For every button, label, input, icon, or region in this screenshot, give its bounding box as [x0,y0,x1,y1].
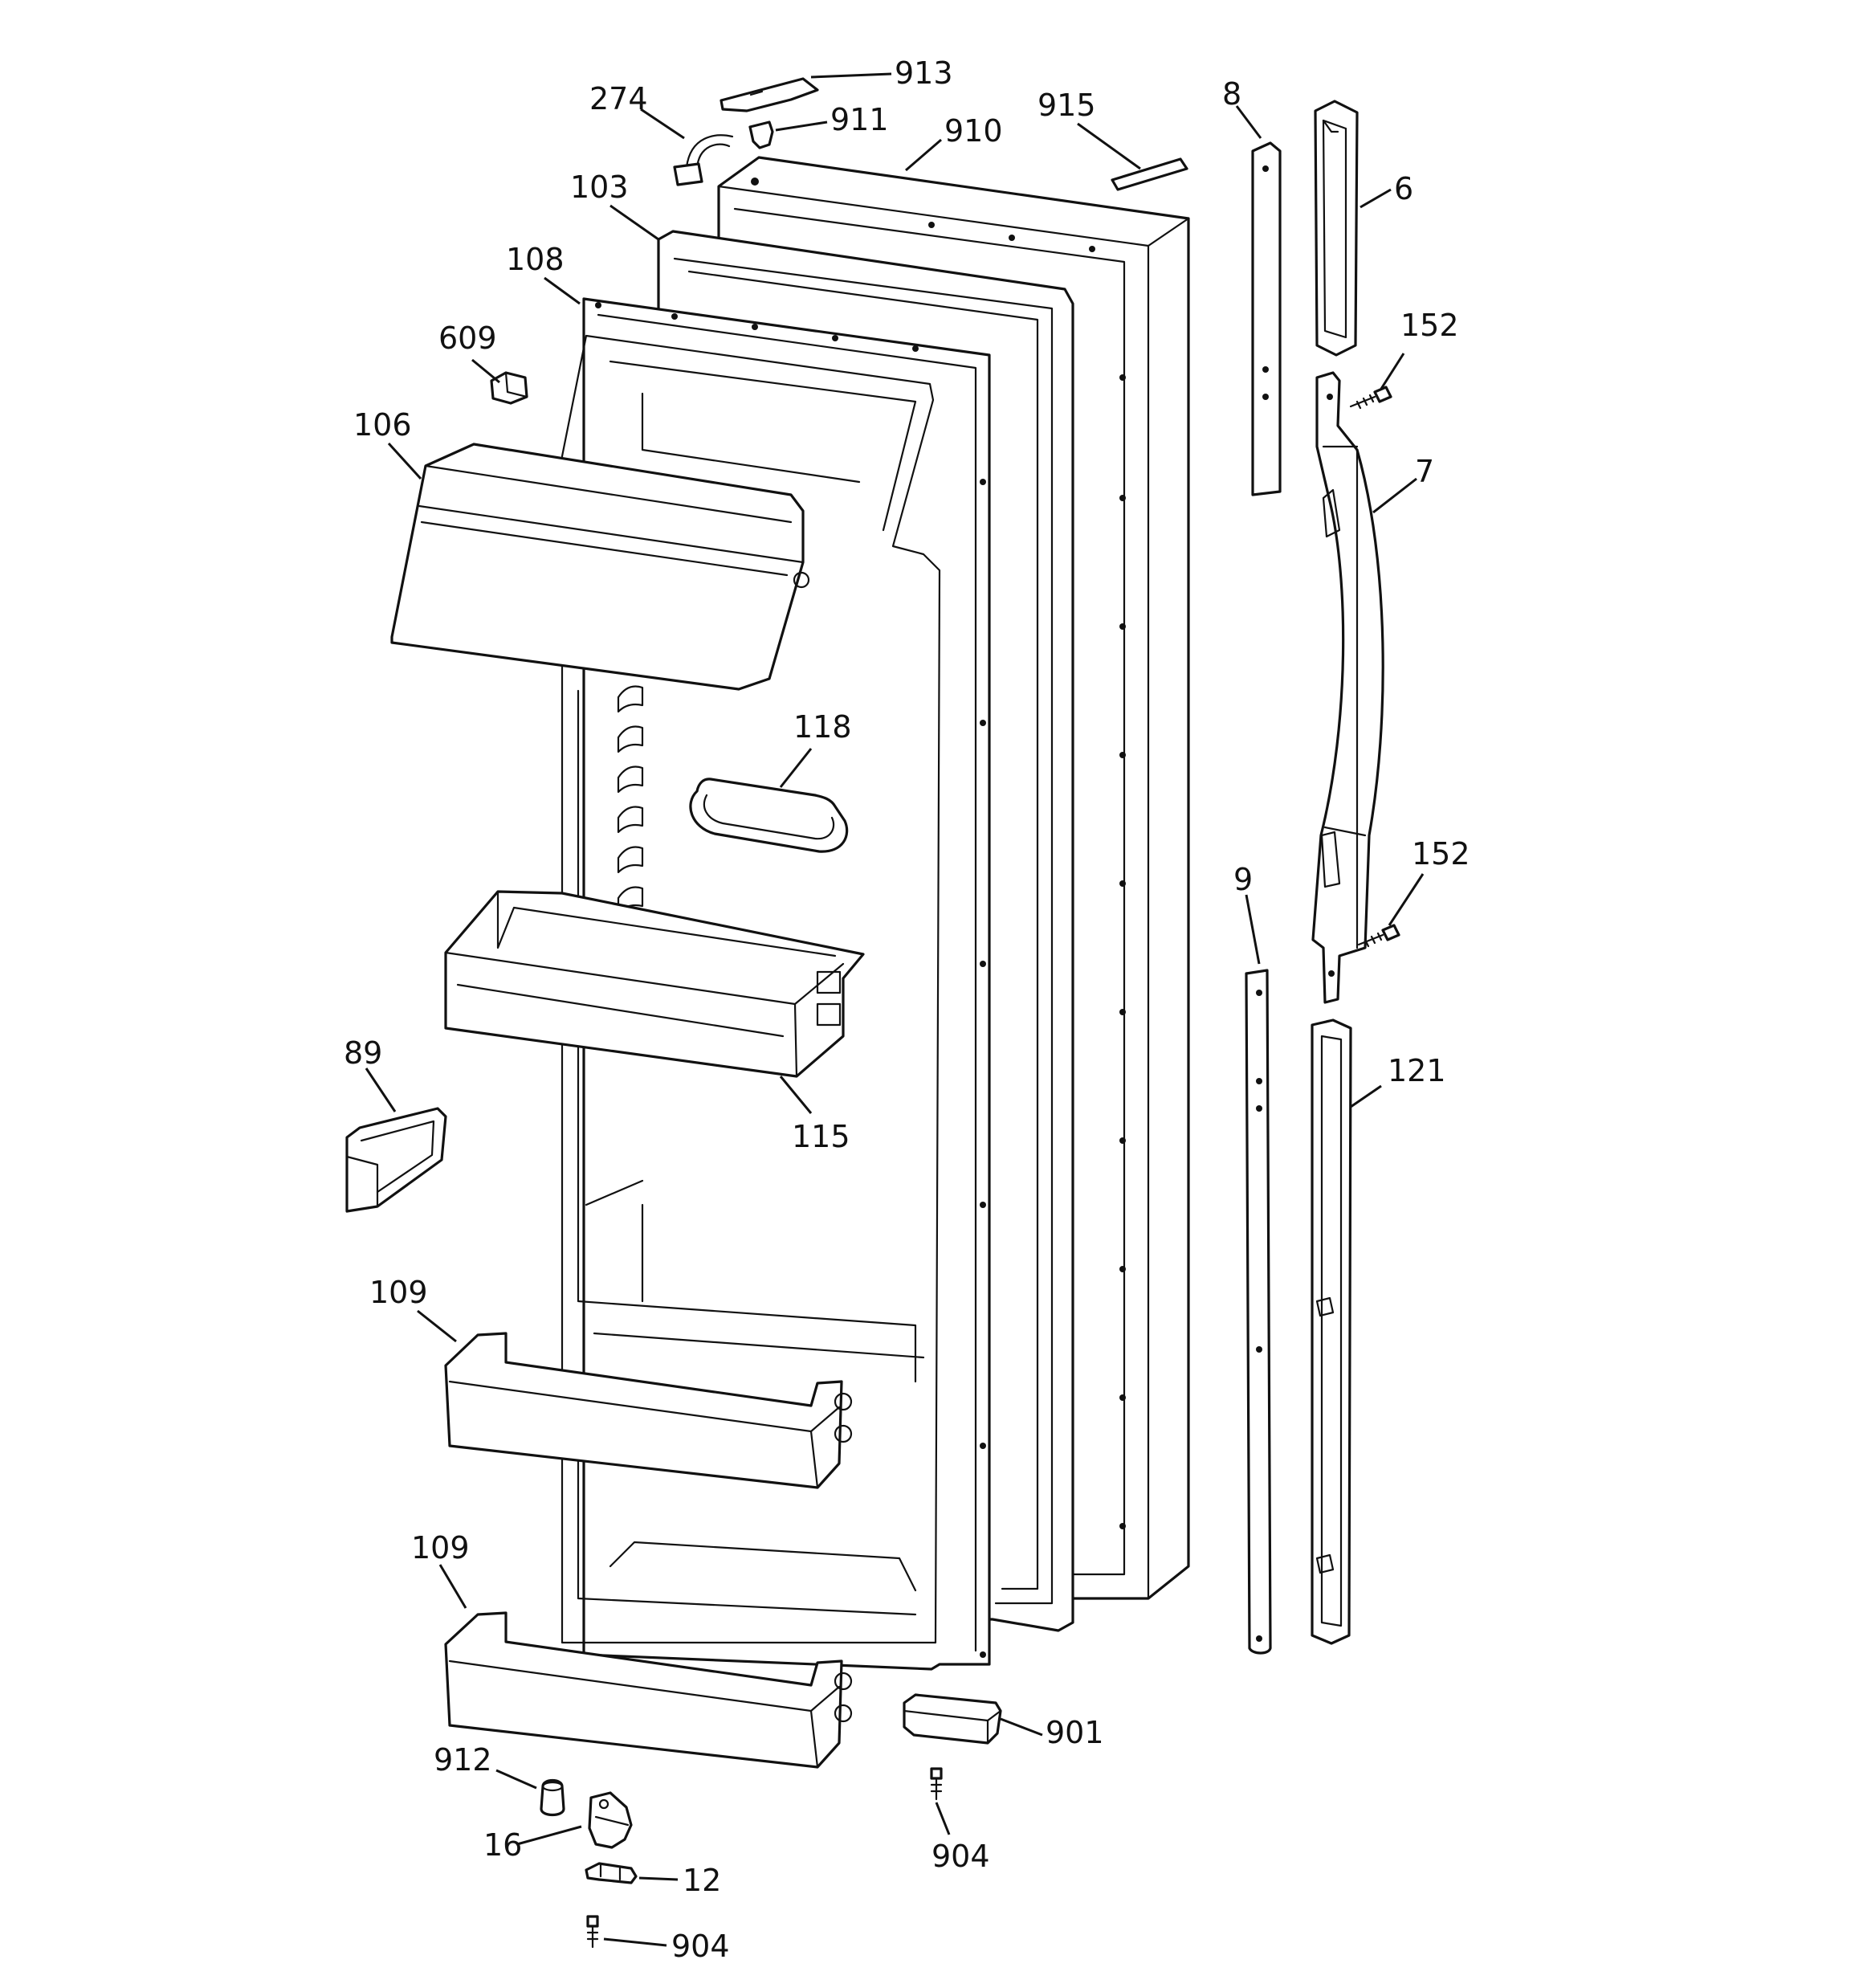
callout-115: 115 [792,1119,850,1154]
leader-109a [417,1309,457,1343]
callout-904-upper: 904 [932,1839,990,1874]
leader-152b [1388,873,1425,926]
leader-915 [1077,122,1141,170]
part-12-bracket [585,1862,638,1884]
part-118-oval-cover [689,778,849,853]
leader-103 [609,204,659,241]
leader-108 [544,276,581,305]
callout-910: 910 [944,113,1003,149]
part-109-lower-door-bin [444,1611,853,1769]
callout-152-lower: 152 [1412,836,1470,872]
part-904-screw-upper [930,1767,943,1801]
leader-lines [365,72,1425,1947]
part-609-switch [490,371,528,405]
part-121-trim-cap [1311,1018,1352,1645]
callout-913: 913 [895,55,953,91]
callout-912: 912 [434,1742,492,1778]
callout-labels: 913 274 911 910 915 8 6 103 108 152 609 … [344,55,1470,1964]
leader-9 [1245,894,1261,965]
part-901-bracket [903,1693,1002,1745]
part-915-pad [1111,157,1188,191]
part-109-upper-door-bin [444,1332,853,1489]
callout-89: 89 [344,1035,382,1071]
callout-118: 118 [793,709,852,745]
leader-609 [471,358,500,384]
callout-103: 103 [570,169,629,205]
part-152-screw-lower [1357,924,1400,948]
callout-106: 106 [353,407,412,443]
leader-901 [1000,1717,1043,1737]
leader-152a [1380,353,1405,390]
leader-274 [640,108,685,140]
leader-118 [779,748,813,788]
leader-8 [1235,105,1262,139]
part-8-trim-strip [1251,141,1282,496]
callout-609: 609 [438,320,497,356]
leader-904a [935,1802,951,1835]
part-106-dairy-bin [390,443,810,691]
leader-89 [365,1067,397,1112]
leader-121 [1350,1084,1382,1108]
callout-915: 915 [1037,88,1096,123]
callout-109-upper: 109 [369,1275,428,1310]
callout-9: 9 [1233,862,1253,897]
part-7-handle [1311,371,1384,1004]
part-115-shelf-bin [444,890,865,1078]
part-16-hinge [588,1791,633,1849]
leader-7 [1372,477,1417,514]
callout-12: 12 [683,1863,721,1898]
callout-6: 6 [1394,171,1413,206]
leader-115 [779,1076,813,1114]
callout-274: 274 [589,81,648,116]
part-913-bracket [720,77,819,112]
part-152-screw-upper [1349,386,1392,410]
leader-16 [516,1825,582,1846]
callout-904-lower: 904 [671,1929,730,1964]
callout-7: 7 [1415,454,1434,489]
leader-904b [603,1937,667,1947]
leader-913 [810,72,892,79]
callout-16: 16 [483,1827,522,1863]
leader-109b [438,1564,467,1609]
leader-12 [638,1876,679,1881]
part-912-plug [540,1778,565,1817]
part-904-screw-lower [586,1915,599,1949]
part-274-wire-harness [673,134,734,186]
callout-152-upper: 152 [1400,308,1459,343]
callout-109-lower: 109 [411,1530,470,1565]
leader-912 [495,1769,537,1790]
leader-910 [905,138,942,172]
leader-6 [1360,188,1392,209]
part-6-handle-cap [1314,100,1359,357]
callout-901: 901 [1046,1715,1104,1750]
callout-8: 8 [1222,76,1241,112]
leader-106 [387,442,422,480]
callout-121: 121 [1388,1053,1446,1088]
callout-911: 911 [830,102,889,137]
part-911-plug [748,120,774,149]
part-9-trim-strip [1245,969,1272,1655]
part-89-cover [345,1107,447,1213]
leader-911 [775,120,828,132]
callout-108: 108 [506,242,565,277]
